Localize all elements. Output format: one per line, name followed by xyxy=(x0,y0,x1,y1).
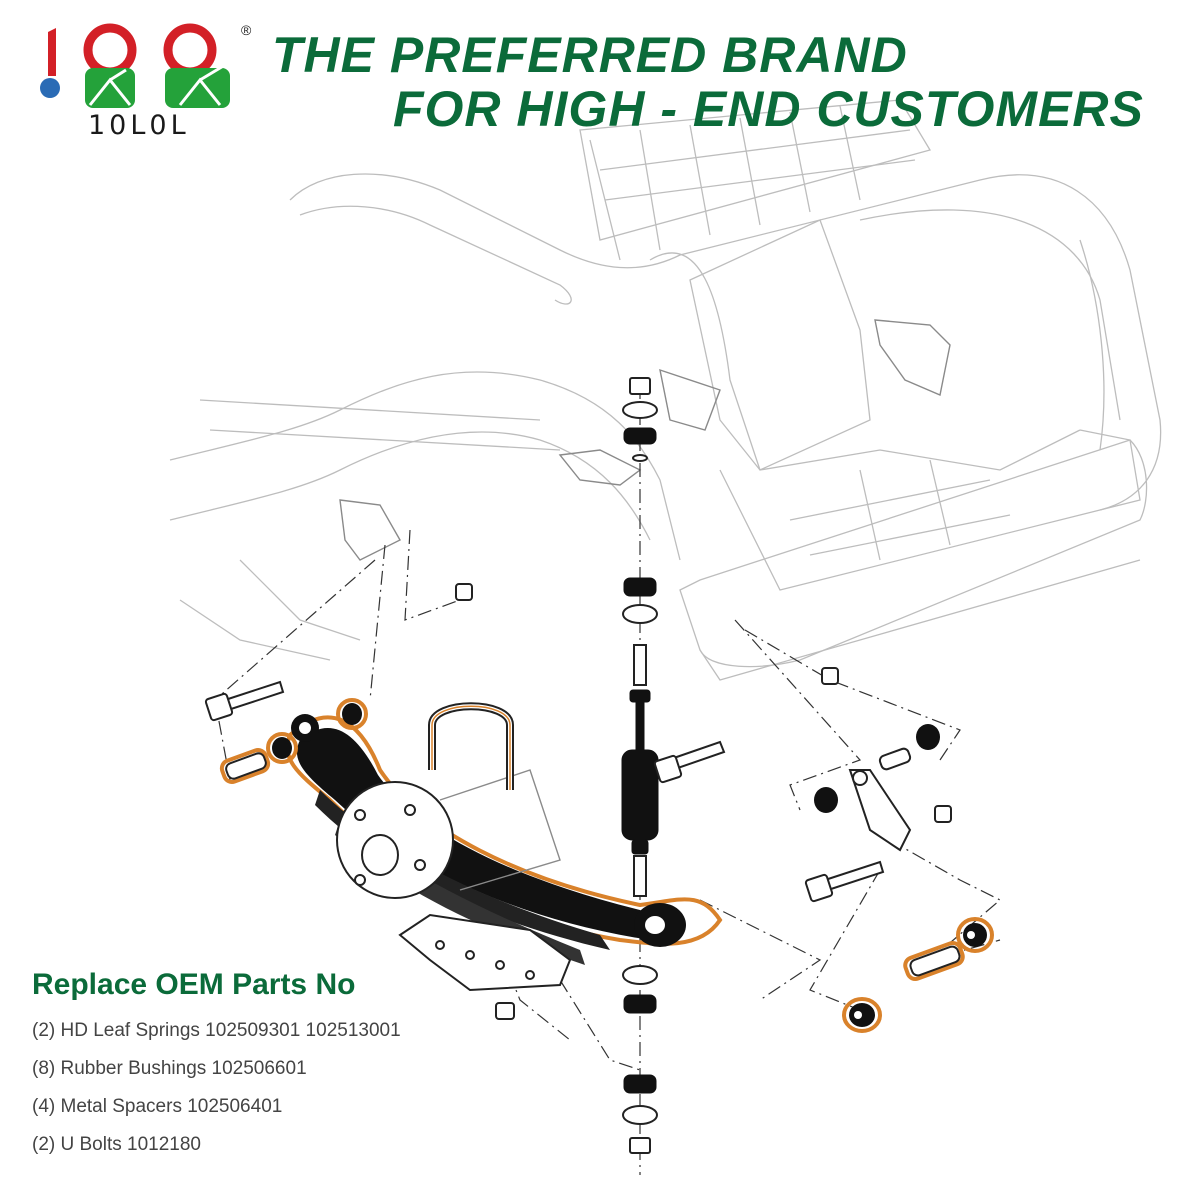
headline-line-1: THE PREFERRED BRAND xyxy=(272,27,908,83)
parts-item-leaf-springs: (2) HD Leaf Springs 102509301 102513001 xyxy=(32,1020,401,1041)
logo-mark-icon xyxy=(40,23,230,108)
shock-absorber xyxy=(621,377,659,1154)
front-bushings xyxy=(219,698,368,784)
parts-item-rubber-bushings: (8) Rubber Bushings 102506601 xyxy=(32,1058,307,1079)
mount-plate xyxy=(398,913,572,1020)
shackle-assembly xyxy=(804,667,994,1033)
logo-wordmark: 10L0L xyxy=(88,110,190,141)
parts-item-metal-spacers: (4) Metal Spacers 102506401 xyxy=(32,1096,283,1117)
registered-mark: ® xyxy=(241,22,252,38)
parts-item-u-bolts: (2) U Bolts 1012180 xyxy=(32,1134,201,1155)
wheel-hub xyxy=(336,769,561,899)
brand-logo xyxy=(30,20,260,145)
u-bolt xyxy=(428,702,514,790)
shock-bolt xyxy=(653,740,726,784)
parts-title: Replace OEM Parts No xyxy=(32,968,356,1001)
headline-line-2: FOR HIGH - END CUSTOMERS xyxy=(393,81,1144,137)
cart-body-outline xyxy=(169,99,1162,681)
front-bolt xyxy=(204,583,473,722)
